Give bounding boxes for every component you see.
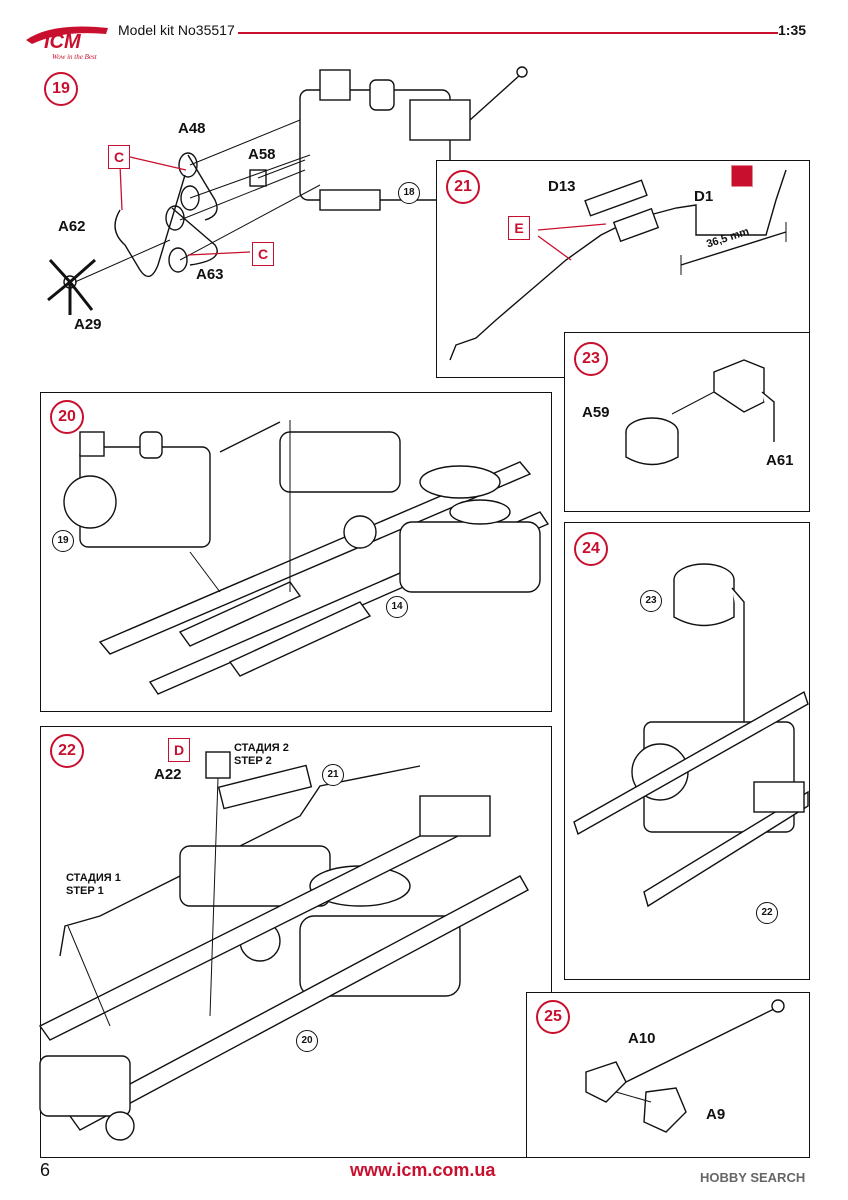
- step-19-drawing: [47, 66, 528, 315]
- ref-step-21: 21: [322, 764, 344, 786]
- part-d13-label: D13: [548, 178, 576, 195]
- step-20-drawing: [63, 420, 550, 695]
- part-a61-label: A61: [766, 452, 794, 469]
- ref-step-20: 20: [296, 1030, 318, 1052]
- ref-step-19: 19: [52, 530, 74, 552]
- icm-logo: ICM Wow in the Best: [22, 18, 112, 62]
- website-link[interactable]: www.icm.com.ua: [350, 1160, 496, 1180]
- ref-step-23: 23: [640, 590, 662, 612]
- stage-1-ru: СТАДИЯ 1: [66, 872, 121, 884]
- scale-label: 1:35: [778, 22, 807, 38]
- color-code-e: E: [508, 216, 530, 240]
- step-23-drawing: [625, 359, 775, 466]
- part-a58-label: A58: [248, 146, 276, 163]
- part-a9-label: A9: [706, 1106, 726, 1123]
- svg-text:ICM: ICM: [44, 31, 82, 53]
- stage-2-ru: СТАДИЯ 2: [234, 742, 289, 754]
- ref-step-14: 14: [386, 596, 408, 618]
- color-code-d: D: [168, 738, 190, 762]
- step-24-drawing: [573, 563, 809, 908]
- step-24-badge: 24: [574, 532, 608, 566]
- step-25-drawing: [585, 999, 785, 1133]
- part-a29-label: A29: [74, 316, 102, 333]
- step-25-badge: 25: [536, 1000, 570, 1034]
- kit-number: Model kit No35517: [118, 22, 235, 38]
- part-d1-label: D1: [694, 188, 714, 205]
- step-23-badge: 23: [574, 342, 608, 376]
- svg-text:Wow in the Best: Wow in the Best: [52, 53, 98, 61]
- step-21-drawing: [449, 165, 787, 361]
- page-number: 6: [40, 1160, 51, 1180]
- part-a10-label: A10: [628, 1030, 656, 1047]
- color-code-c-top: C: [108, 145, 130, 169]
- color-code-c-bottom: C: [252, 242, 274, 266]
- header-rule: [238, 32, 778, 34]
- part-a48-label: A48: [178, 120, 206, 137]
- step-19-badge: 19: [44, 72, 78, 106]
- part-a62-label: A62: [58, 218, 86, 235]
- ref-step-22: 22: [756, 902, 778, 924]
- step-21-badge: 21: [446, 170, 480, 204]
- ref-step-18: 18: [398, 182, 420, 204]
- part-a22-label: A22: [154, 766, 182, 783]
- part-a63-label: A63: [196, 266, 224, 283]
- step-22-drawing: [38, 751, 529, 1141]
- watermark: HOBBY SEARCH: [700, 1170, 806, 1185]
- step-20-badge: 20: [50, 400, 84, 434]
- stage-1-en: STEP 1: [66, 885, 104, 897]
- stage-2-en: STEP 2: [234, 755, 272, 767]
- step-22-badge: 22: [50, 734, 84, 768]
- part-a59-label: A59: [582, 404, 610, 421]
